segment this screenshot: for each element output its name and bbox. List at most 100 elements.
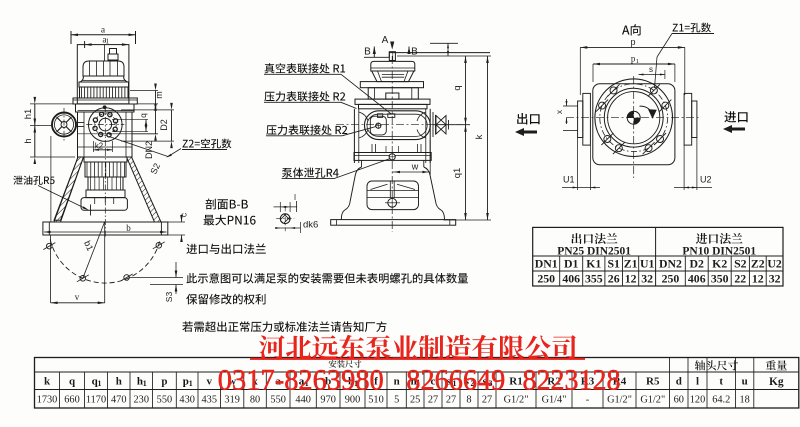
svg-text:120: 120 bbox=[690, 395, 705, 406]
svg-text:R1: R1 bbox=[509, 376, 522, 388]
svg-text:m: m bbox=[154, 91, 164, 99]
svg-text:q: q bbox=[69, 376, 76, 388]
svg-text:p: p bbox=[631, 54, 636, 64]
svg-text:w: w bbox=[411, 162, 419, 172]
svg-text:1730: 1730 bbox=[37, 395, 58, 406]
svg-text:406: 406 bbox=[562, 272, 580, 286]
svg-text:25: 25 bbox=[410, 395, 420, 406]
svg-text:U2: U2 bbox=[700, 175, 712, 185]
svg-text:406: 406 bbox=[688, 272, 706, 286]
svg-text:B: B bbox=[364, 47, 371, 58]
svg-text:p: p bbox=[183, 376, 189, 388]
svg-text:s: s bbox=[649, 65, 653, 74]
svg-text:DN2: DN2 bbox=[659, 257, 682, 271]
svg-text:1: 1 bbox=[189, 379, 193, 388]
svg-text:G1/2": G1/2" bbox=[607, 395, 632, 406]
svg-text:22: 22 bbox=[734, 272, 746, 286]
svg-text:32: 32 bbox=[641, 272, 653, 286]
svg-text:K1: K1 bbox=[586, 257, 601, 271]
svg-text:c: c bbox=[431, 376, 436, 388]
svg-text:1170: 1170 bbox=[86, 395, 106, 406]
svg-text:550: 550 bbox=[270, 395, 285, 406]
svg-text:250: 250 bbox=[537, 272, 555, 286]
svg-text:a: a bbox=[102, 36, 107, 46]
svg-text:80: 80 bbox=[250, 395, 260, 406]
svg-text:q: q bbox=[92, 376, 99, 388]
svg-text:k2: k2 bbox=[95, 141, 103, 150]
svg-text:a: a bbox=[275, 376, 281, 388]
svg-text:3: 3 bbox=[489, 379, 493, 388]
svg-text:64.2: 64.2 bbox=[712, 395, 730, 406]
svg-text:U1: U1 bbox=[563, 175, 575, 185]
svg-text:u: u bbox=[742, 376, 748, 388]
svg-text:R5: R5 bbox=[646, 376, 660, 388]
svg-text:G1/2": G1/2" bbox=[504, 395, 529, 406]
svg-text:b: b bbox=[126, 223, 131, 233]
svg-text:f: f bbox=[374, 376, 378, 388]
svg-text:18: 18 bbox=[740, 395, 750, 406]
svg-text:R4: R4 bbox=[613, 376, 627, 388]
svg-text:D2: D2 bbox=[690, 257, 705, 271]
svg-text:x: x bbox=[554, 109, 564, 114]
svg-text:v: v bbox=[75, 292, 80, 302]
svg-text:27: 27 bbox=[446, 395, 456, 406]
svg-text:PN10 DIN2501: PN10 DIN2501 bbox=[682, 246, 756, 258]
svg-text:U2: U2 bbox=[767, 257, 782, 271]
svg-text:970: 970 bbox=[320, 395, 335, 406]
svg-text:G1/2": G1/2" bbox=[640, 395, 665, 406]
svg-text:x: x bbox=[252, 376, 258, 388]
svg-text:k: k bbox=[44, 376, 51, 388]
svg-text:Z2: Z2 bbox=[751, 257, 765, 271]
svg-text:1: 1 bbox=[143, 379, 147, 388]
svg-text:h: h bbox=[23, 138, 34, 143]
svg-text:q: q bbox=[452, 85, 463, 90]
svg-text:a: a bbox=[299, 376, 305, 388]
svg-text:l: l bbox=[294, 193, 296, 202]
svg-text:R3: R3 bbox=[581, 376, 595, 388]
svg-text:230: 230 bbox=[134, 395, 149, 406]
svg-text:S1: S1 bbox=[607, 257, 620, 271]
svg-text:470: 470 bbox=[111, 395, 126, 406]
svg-text:n: n bbox=[394, 376, 400, 388]
svg-text:12: 12 bbox=[625, 272, 637, 286]
svg-text:q1: q1 bbox=[452, 168, 463, 179]
svg-text:w: w bbox=[228, 376, 236, 388]
svg-text:440: 440 bbox=[295, 395, 310, 406]
svg-text:1: 1 bbox=[636, 58, 639, 65]
svg-text:s: s bbox=[465, 376, 470, 388]
svg-text:Z1: Z1 bbox=[624, 257, 638, 271]
svg-text:A: A bbox=[382, 35, 389, 46]
svg-text:DN1: DN1 bbox=[535, 257, 558, 271]
svg-text:435: 435 bbox=[202, 395, 217, 406]
svg-text:D1: D1 bbox=[564, 257, 579, 271]
svg-text:m: m bbox=[411, 376, 420, 388]
svg-text:510: 510 bbox=[368, 395, 383, 406]
svg-text:c: c bbox=[179, 212, 189, 217]
svg-text:Kg: Kg bbox=[769, 376, 784, 388]
svg-text:27: 27 bbox=[428, 395, 438, 406]
svg-text:PN25 DIN2501: PN25 DIN2501 bbox=[557, 246, 631, 258]
svg-text:t: t bbox=[719, 376, 723, 388]
svg-text:350: 350 bbox=[711, 272, 729, 286]
svg-text:dk6: dk6 bbox=[303, 220, 318, 231]
svg-text:1: 1 bbox=[106, 38, 110, 46]
svg-text:250: 250 bbox=[662, 272, 680, 286]
svg-text:S2: S2 bbox=[148, 162, 162, 176]
svg-text:900: 900 bbox=[345, 395, 360, 406]
svg-text:s: s bbox=[447, 376, 452, 388]
svg-text:8266649: 8266649 bbox=[406, 363, 505, 396]
svg-text:v: v bbox=[207, 376, 213, 388]
svg-text:S2: S2 bbox=[734, 257, 747, 271]
svg-text:p: p bbox=[630, 37, 635, 47]
svg-text:B: B bbox=[411, 47, 418, 58]
svg-text:q: q bbox=[138, 113, 148, 118]
svg-text:p: p bbox=[161, 376, 167, 388]
svg-text:32: 32 bbox=[769, 272, 781, 286]
svg-text:1: 1 bbox=[98, 379, 102, 388]
svg-text:d: d bbox=[676, 376, 682, 388]
svg-text:h: h bbox=[137, 376, 143, 388]
svg-text:a: a bbox=[101, 26, 106, 36]
svg-text:b: b bbox=[348, 376, 354, 388]
svg-text:1: 1 bbox=[354, 379, 358, 388]
svg-text:5: 5 bbox=[394, 395, 399, 406]
